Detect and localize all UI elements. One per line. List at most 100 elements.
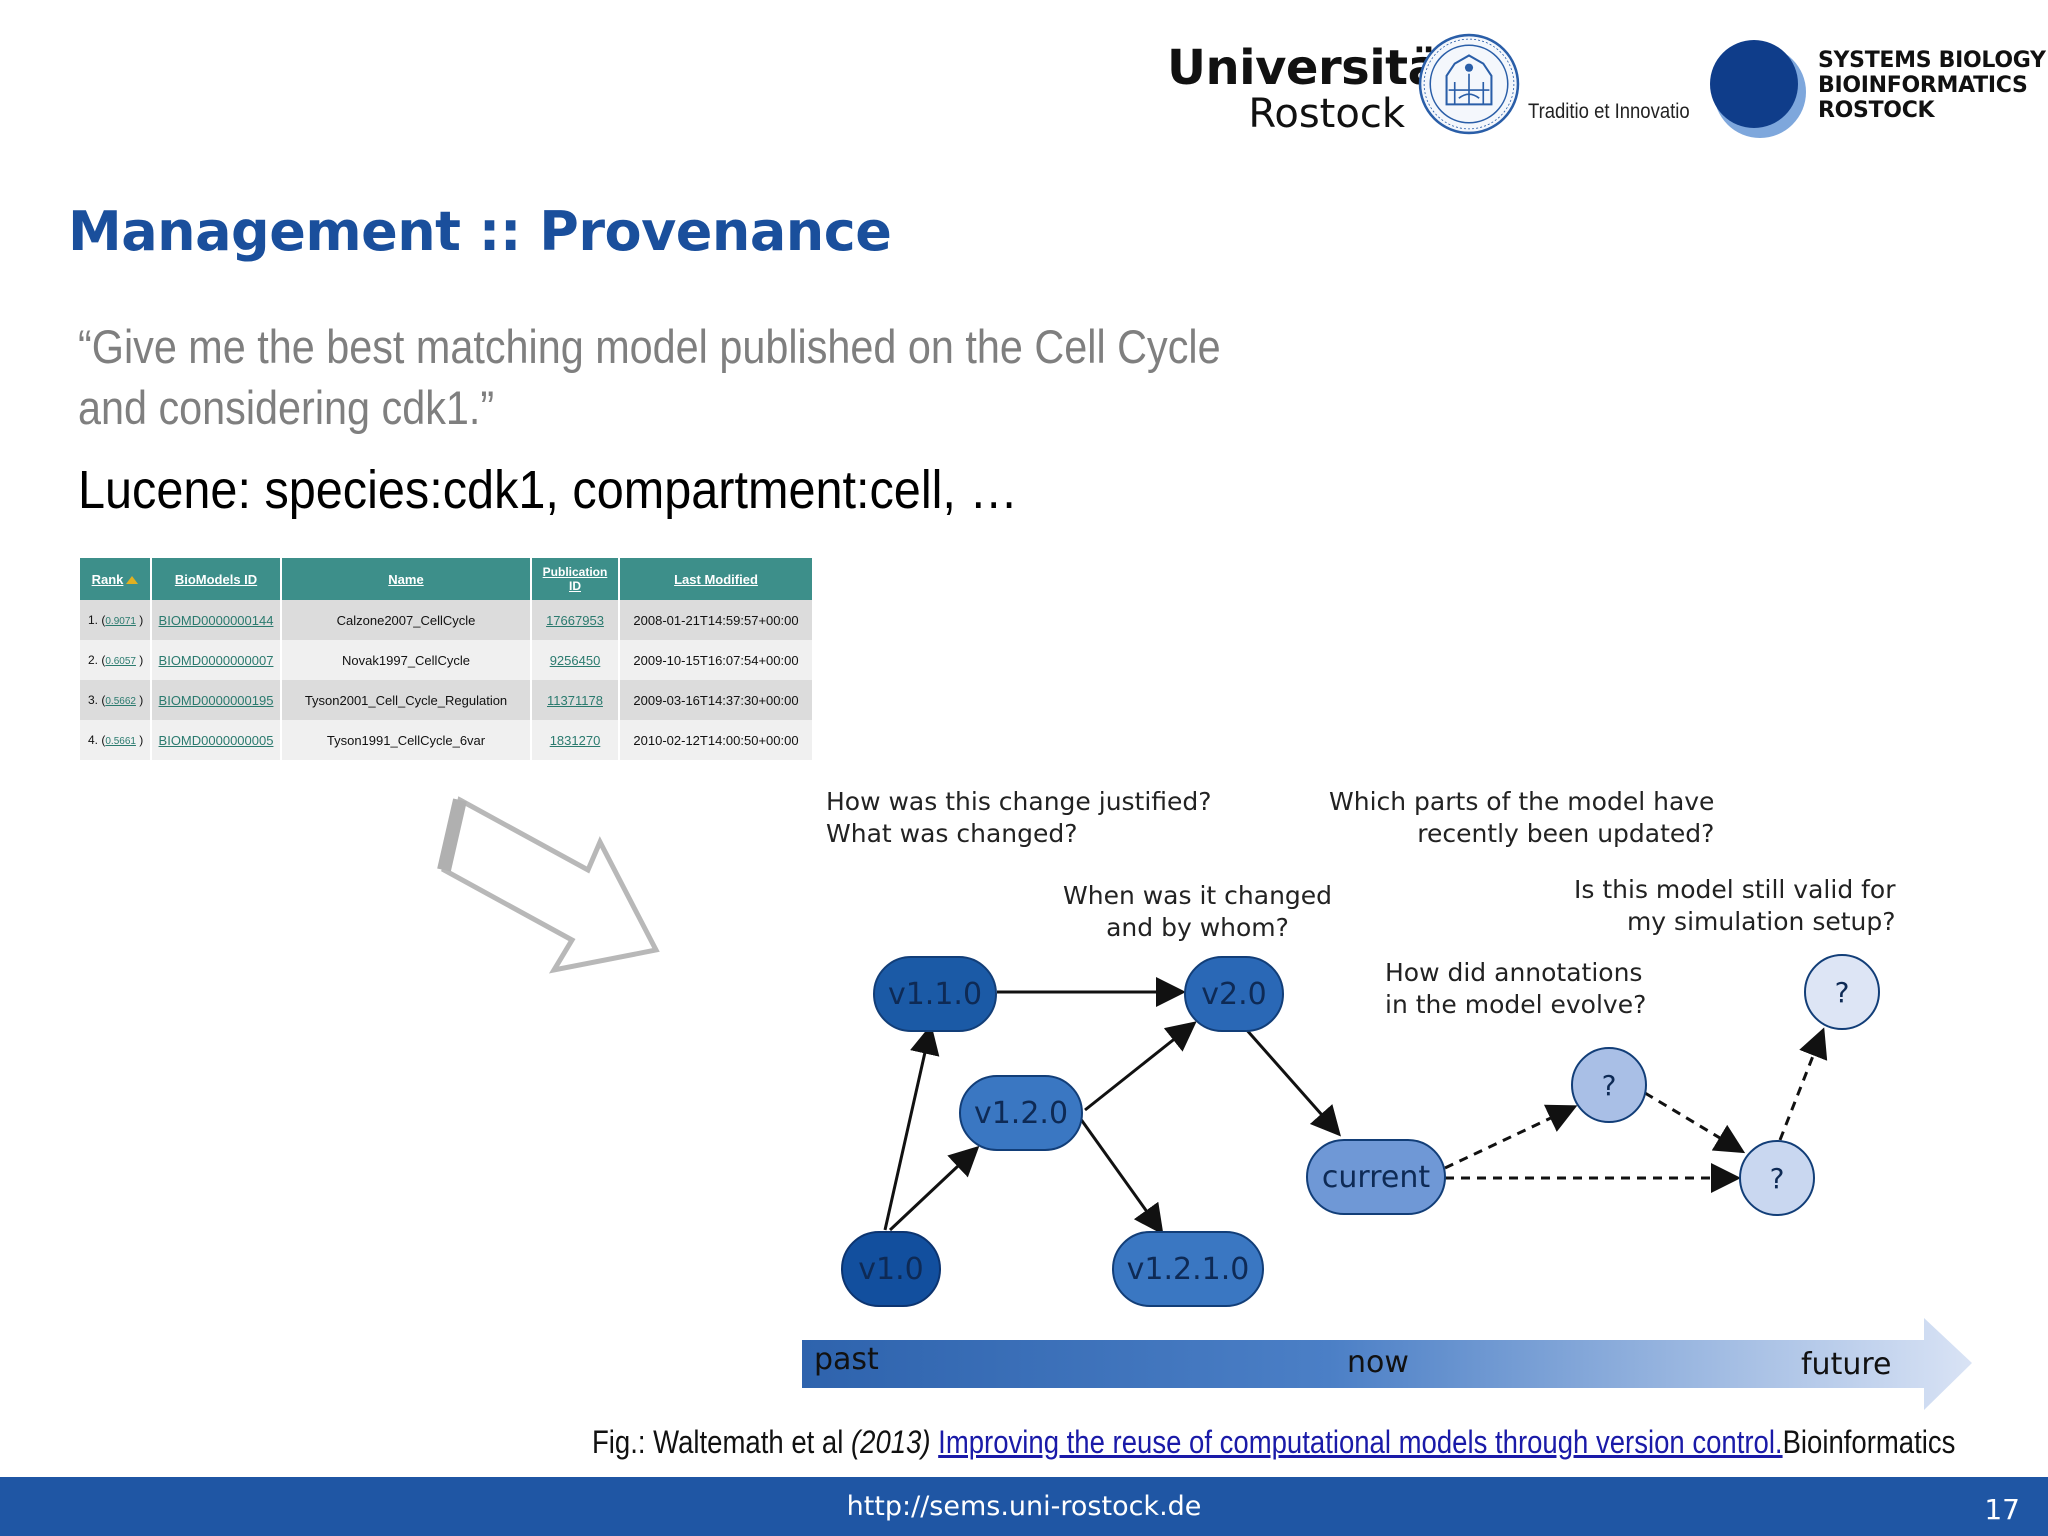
edge-v10-v120 (888, 1145, 980, 1232)
quote-line-2: and considering cdk1.” (78, 381, 495, 434)
footer-url: http://sems.uni-rostock.de (846, 1491, 1202, 1522)
biomodels-id-cell: BIOMD0000000005 (151, 720, 282, 760)
score-link[interactable]: 0.6057 (105, 656, 136, 667)
timeline-label-future: future (1801, 1347, 1892, 1382)
timeline-label-past: past (814, 1342, 879, 1377)
timeline-arrow (802, 1318, 1972, 1410)
node-unknown-2: ? (1739, 1140, 1815, 1216)
score-link[interactable]: 0.5661 (105, 736, 136, 747)
university-name-line2: Rostock (1248, 91, 1405, 137)
quote-line-1: “Give me the best matching model publish… (78, 320, 1221, 373)
column-header-publication-id[interactable]: Publication ID (531, 558, 620, 600)
column-header-name[interactable]: Name (281, 558, 532, 600)
footer-bar (0, 1477, 2048, 1536)
last-modified-cell: 2009-10-15T16:07:54+00:00 (619, 640, 814, 680)
svg-text:?: ? (1770, 1162, 1785, 1195)
publication-link[interactable]: 17667953 (546, 612, 604, 628)
column-header-rank[interactable]: Rank (80, 558, 152, 600)
group-name-line2: BIOINFORMATICS (1818, 73, 2028, 98)
university-seal-icon (1418, 33, 1520, 135)
edge-q1-q2 (1644, 1091, 1746, 1154)
last-modified-cell: 2009-03-16T14:37:30+00:00 (619, 680, 814, 720)
university-motto: Traditio et Innovatio (1528, 100, 1690, 123)
rank-cell: 4. (0.5661 ) (80, 720, 152, 760)
question-when-changed-line1: When was it changed (1063, 881, 1333, 910)
node-unknown-3: ? (1804, 954, 1880, 1030)
biomodels-id-link[interactable]: BIOMD0000000005 (158, 732, 274, 748)
table-row: 2. (0.6057 ) BIOMD0000000007 Novak1997_C… (80, 640, 814, 680)
biomodels-id-cell: BIOMD0000000007 (151, 640, 282, 680)
column-header-last-modified[interactable]: Last Modified (619, 558, 814, 600)
university-logo-text: Universität Rostock (1167, 40, 1462, 137)
svg-text:v1.1.0: v1.1.0 (888, 977, 982, 1012)
citation-year: (2013) (850, 1424, 931, 1460)
svg-text:?: ? (1835, 976, 1850, 1009)
publication-link[interactable]: 1831270 (549, 732, 601, 748)
model-name-cell: Tyson2001_Cell_Cycle_Regulation (281, 680, 532, 720)
citation-journal: Bioinformatics (1782, 1424, 1956, 1460)
score-link[interactable]: 0.5662 (105, 696, 136, 707)
sort-ascending-icon (126, 576, 139, 585)
systems-biology-logo-icon (1710, 40, 1806, 138)
question-justified: How was this change justified? What was … (826, 786, 1212, 850)
model-name-cell: Novak1997_CellCycle (281, 640, 532, 680)
node-v2-0: v2.0 (1184, 956, 1284, 1032)
last-modified-cell: 2010-02-12T14:00:50+00:00 (619, 720, 814, 760)
table-row: 1. (0.9071 ) BIOMD0000000144 Calzone2007… (80, 600, 814, 640)
node-current: current (1306, 1139, 1446, 1215)
rank-cell: 1. (0.9071 ) (80, 600, 152, 640)
node-unknown-1: ? (1571, 1047, 1647, 1123)
column-header-biomodels-id[interactable]: BioModels ID (151, 558, 282, 600)
edge-q2-q3 (1778, 1027, 1828, 1141)
rank-cell: 3. (0.5662 ) (80, 680, 152, 720)
model-name-cell: Calzone2007_CellCycle (281, 600, 532, 640)
rank-cell: 2. (0.6057 ) (80, 640, 152, 680)
question-when-changed-line2: and by whom? (1106, 913, 1289, 942)
citation-paper-link[interactable]: Improving the reuse of computational mod… (938, 1424, 1783, 1460)
last-modified-cell: 2008-01-21T14:59:57+00:00 (619, 600, 814, 640)
edge-v120-v1210 (1078, 1117, 1164, 1235)
model-name-cell: Tyson1991_CellCycle_6var (281, 720, 532, 760)
slide-title: Management :: Provenance (68, 200, 892, 263)
question-when-changed: When was it changed and by whom? (1063, 880, 1332, 944)
question-annotations-line1: How did annotations (1385, 958, 1643, 987)
page-number: 17 (1984, 1493, 2020, 1526)
edge-current-q1 (1444, 1104, 1578, 1170)
biomodels-id-link[interactable]: BIOMD0000000144 (158, 612, 274, 628)
hollow-arrow-icon (437, 796, 660, 974)
question-parts-updated-line1: Which parts of the model have (1329, 787, 1715, 816)
publication-id-cell: 11371178 (531, 680, 620, 720)
node-v1-2-1-0: v1.2.1.0 (1112, 1231, 1264, 1307)
node-v1-2-0: v1.2.0 (959, 1075, 1083, 1151)
svg-text:current: current (1322, 1160, 1430, 1195)
lucene-query: Lucene: species:cdk1, compartment:cell, … (78, 460, 1019, 520)
svg-text:v1.0: v1.0 (858, 1252, 923, 1287)
score-link[interactable]: 0.9071 (105, 616, 136, 627)
publication-link[interactable]: 9256450 (549, 652, 601, 668)
svg-text:v1.2.0: v1.2.0 (974, 1096, 1068, 1131)
provenance-version-graph: v1.1.0 v2.0 v1.2.0 current v1.0 v1.2.1.0… (841, 954, 1880, 1307)
group-logo-text: SYSTEMS BIOLOGY BIOINFORMATICS ROSTOCK (1818, 48, 2046, 123)
question-justified-text: How was this change justified? (826, 787, 1212, 816)
node-v1-1-0: v1.1.0 (873, 956, 997, 1032)
group-name-line3: ROSTOCK (1818, 98, 1935, 123)
query-quote: “Give me the best matching model publish… (78, 316, 1222, 438)
biomodels-id-cell: BIOMD0000000195 (151, 680, 282, 720)
publication-link[interactable]: 11371178 (547, 692, 603, 708)
question-parts-updated-line2: recently been updated? (1417, 819, 1715, 848)
node-v1-0: v1.0 (841, 1231, 941, 1307)
question-still-valid-line2: my simulation setup? (1626, 907, 1896, 936)
biomodels-results-table: Rank BioModels ID Name Publication ID La… (80, 558, 814, 760)
table-row: 4. (0.5661 ) BIOMD0000000005 Tyson1991_C… (80, 720, 814, 760)
university-name-line1: Universität (1167, 40, 1462, 96)
biomodels-id-cell: BIOMD0000000144 (151, 600, 282, 640)
publication-id-cell: 9256450 (531, 640, 620, 680)
biomodels-id-link[interactable]: BIOMD0000000007 (158, 652, 274, 668)
citation-authors: Fig.: Waltemath et al (592, 1424, 851, 1460)
question-still-valid-line1: Is this model still valid for (1574, 875, 1896, 904)
biomodels-id-link[interactable]: BIOMD0000000195 (158, 692, 274, 708)
publication-id-cell: 1831270 (531, 720, 620, 760)
svg-text:?: ? (1602, 1069, 1617, 1102)
question-parts-updated: Which parts of the model have recently b… (1329, 786, 1714, 850)
edge-v20-current (1243, 1027, 1341, 1137)
